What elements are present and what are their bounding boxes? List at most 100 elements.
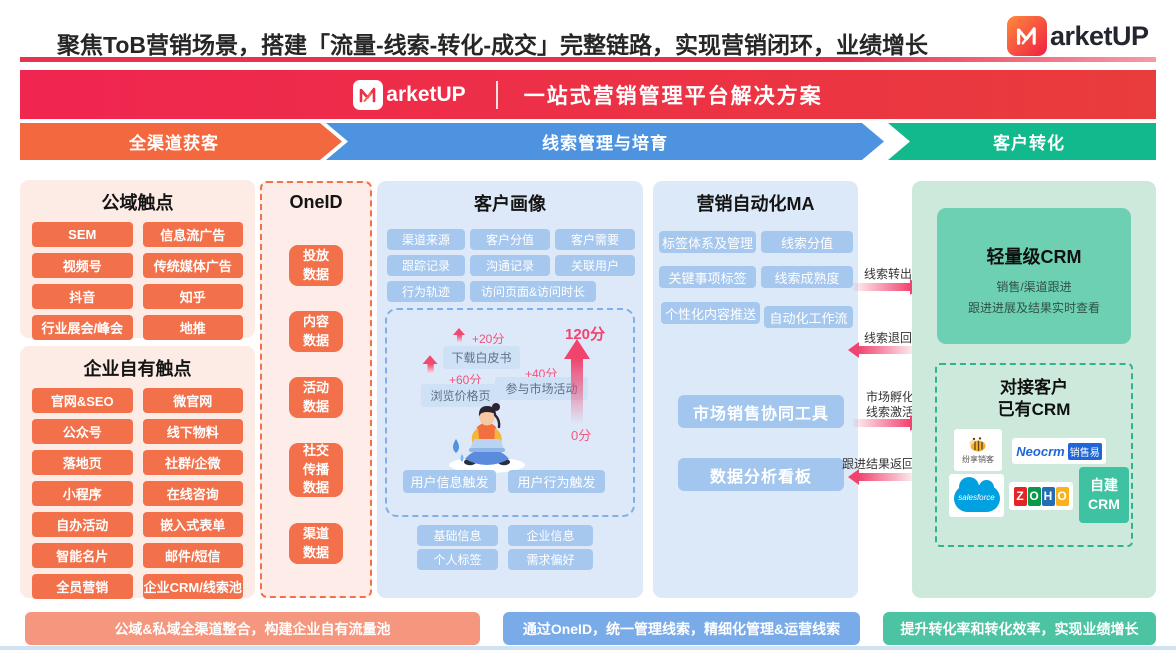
panel-owned-touchpoints: 企业自有触点 官网&SEO 微官网 公众号 线下物料 落地页 社群/企微 小程序…	[20, 346, 255, 599]
oneid-data-chip: 渠道 数据	[289, 523, 343, 564]
score-delta: +60分	[449, 373, 482, 387]
touchpoint-chip: 全员营销	[32, 574, 133, 599]
oneid-data-chip: 社交 传播 数据	[289, 443, 343, 497]
arrow-right-icon	[853, 415, 921, 431]
vendor-custom-crm: 自建 CRM	[1079, 467, 1129, 523]
touchpoint-chip: 微官网	[142, 388, 243, 413]
touchpoint-chip: 传统媒体广告	[142, 253, 243, 278]
marketup-logo-text: arketUP	[1050, 20, 1149, 51]
arrow-left-icon	[848, 469, 916, 485]
stage-conversion: 客户转化	[888, 123, 1156, 160]
vendor-neocrm-logo: Neocrm 销售易	[1012, 438, 1106, 464]
score-arrow-icon	[564, 339, 590, 359]
score-delta: +20分	[472, 332, 505, 346]
touchpoint-chip: 官网&SEO	[32, 388, 133, 413]
arrow-right-icon	[853, 279, 921, 295]
score-event: 浏览价格页	[421, 384, 500, 407]
panel-marketing-automation: 营销自动化MA 标签体系及管理 线索分值 关键事项标签 线索成熟度 个性化内容推…	[653, 181, 858, 598]
touchpoint-chip: 智能名片	[32, 543, 133, 568]
touchpoint-chip: 小程序	[32, 481, 133, 506]
panel-title: OneID	[289, 192, 343, 212]
ma-tag: 线索分值	[761, 231, 853, 253]
panel-title: 客户画像	[474, 194, 546, 214]
stage-label: 线索管理与培育	[542, 134, 668, 153]
touchpoint-chip: 落地页	[32, 450, 133, 475]
ma-tag: 关键事项标签	[659, 266, 756, 288]
panel-oneid: OneID 投放 数据 内容 数据 活动 数据 社交 传播 数据 渠道 数据	[260, 181, 372, 598]
footer-oneid: 通过OneID，统一管理线索，精细化管理&运营线索	[503, 612, 860, 645]
marketup-logo-icon	[1007, 16, 1047, 56]
banner: arketUP 一站式营销管理平台解决方案	[20, 70, 1156, 119]
score-up-icon	[422, 355, 438, 373]
stage-label: 客户转化	[993, 134, 1065, 153]
person-illustration	[441, 397, 529, 482]
panel-title: 公域触点	[101, 193, 174, 213]
score-event: 下载白皮书	[443, 346, 520, 369]
score-event: 参与市场活动	[495, 377, 588, 400]
stage-label: 全渠道获客	[129, 134, 219, 153]
arrow-left-icon	[848, 342, 916, 358]
stage-lead-nurturing: 线索管理与培育	[326, 123, 884, 160]
panel-crm: 轻量级CRM 销售/渠道跟进 跟进进展及结果实时查看 对接客户 已有CRM 纷享…	[912, 181, 1156, 598]
external-crm-title-1: 对接客户	[1000, 378, 1068, 397]
page-title: 聚焦ToB营销场景，搭建「流量-线索-转化-成交」完整链路，实现营销闭环，业绩增…	[57, 32, 928, 58]
touchpoint-chip: 企业CRM/线索池	[142, 574, 243, 599]
lite-crm-card: 轻量级CRM 销售/渠道跟进 跟进进展及结果实时查看	[937, 208, 1131, 344]
panel-title: 企业自有触点	[83, 359, 192, 379]
trigger-chip: 用户行为触发	[508, 470, 605, 493]
ma-tag: 线索成熟度	[761, 266, 853, 288]
lead-scoring-chart	[385, 308, 635, 517]
touchpoint-chip: 视频号	[32, 253, 133, 278]
flow-label-lead-out: 线索转出	[864, 267, 913, 281]
vendor-fenxiang-logo: 纷享销客	[954, 429, 1002, 471]
bottom-edge-strip	[0, 646, 1176, 650]
banner-logo-text: arketUP	[386, 82, 466, 106]
lite-crm-title: 轻量级CRM	[986, 247, 1082, 267]
score-max: 120分	[564, 326, 606, 343]
stage-acquisition: 全渠道获客	[20, 123, 342, 160]
ma-tool: 市场销售协同工具	[678, 395, 844, 428]
panel-public-touchpoints: 公域触点 SEM 信息流广告 视频号 传统媒体广告 抖音 知乎 行业展会/峰会 …	[20, 180, 255, 340]
touchpoint-chip: 行业展会/峰会	[32, 315, 133, 340]
ma-tag: 自动化工作流	[764, 306, 853, 328]
touchpoint-chip: 嵌入式表单	[142, 512, 243, 537]
flow-label-lead-back: 线索退回	[864, 331, 913, 345]
marketup-logo: arketUP	[1007, 16, 1149, 56]
profile-tag: 访问页面&访问时长	[470, 281, 596, 302]
panel-customer-profile: 客户画像 渠道来源 客户分值 客户需要 跟踪记录 沟通记录 关联用户 行为轨迹 …	[377, 181, 643, 598]
profile-tag: 沟通记录	[470, 255, 550, 276]
profile-tag: 行为轨迹	[387, 281, 465, 302]
lite-crm-line: 销售/渠道跟进	[996, 280, 1072, 294]
oneid-data-chip: 活动 数据	[289, 377, 343, 418]
touchpoint-chip: 知乎	[142, 284, 243, 309]
score-up-icon	[453, 328, 465, 342]
banner-divider	[495, 80, 498, 109]
attribute-chip: 基础信息	[417, 525, 498, 546]
flow-label-result-return: 跟进结果返回	[842, 457, 915, 471]
attribute-chip: 个人标签	[417, 549, 498, 570]
ma-tag: 个性化内容推送	[661, 302, 760, 324]
profile-tag: 关联用户	[555, 255, 635, 276]
score-min: 0分	[571, 428, 592, 443]
ma-tag: 标签体系及管理	[659, 231, 756, 253]
touchpoint-chip: 社群/企微	[142, 450, 243, 475]
touchpoint-chip: 公众号	[32, 419, 133, 444]
attribute-chip: 需求偏好	[508, 549, 593, 570]
title-underline	[20, 57, 1156, 62]
trigger-chip: 用户信息触发	[403, 470, 496, 493]
banner-title: 一站式营销管理平台解决方案	[523, 84, 823, 108]
flow-label-incubate-2: 线索激活	[866, 405, 915, 419]
lite-crm-line: 跟进进展及结果实时查看	[967, 301, 1100, 315]
footer-acquisition: 公域&私域全渠道整合，构建企业自有流量池	[25, 612, 480, 645]
external-crm-card: 对接客户 已有CRM 纷享销客 Neocrm 销售易 salesforce Z	[935, 363, 1133, 547]
touchpoint-chip: 抖音	[32, 284, 133, 309]
touchpoint-chip: 信息流广告	[142, 222, 243, 247]
salesforce-cloud-icon: salesforce	[953, 477, 1000, 512]
vendor-zoho-logo: Z O H O	[1009, 482, 1073, 510]
touchpoint-chip: 邮件/短信	[142, 543, 243, 568]
footer-conversion: 提升转化率和转化效率，实现业绩增长	[883, 612, 1156, 645]
external-crm-title-2: 已有CRM	[997, 400, 1071, 419]
profile-tag: 客户需要	[555, 229, 635, 250]
profile-tag: 渠道来源	[387, 229, 465, 250]
touchpoint-chip: 线下物料	[142, 419, 243, 444]
